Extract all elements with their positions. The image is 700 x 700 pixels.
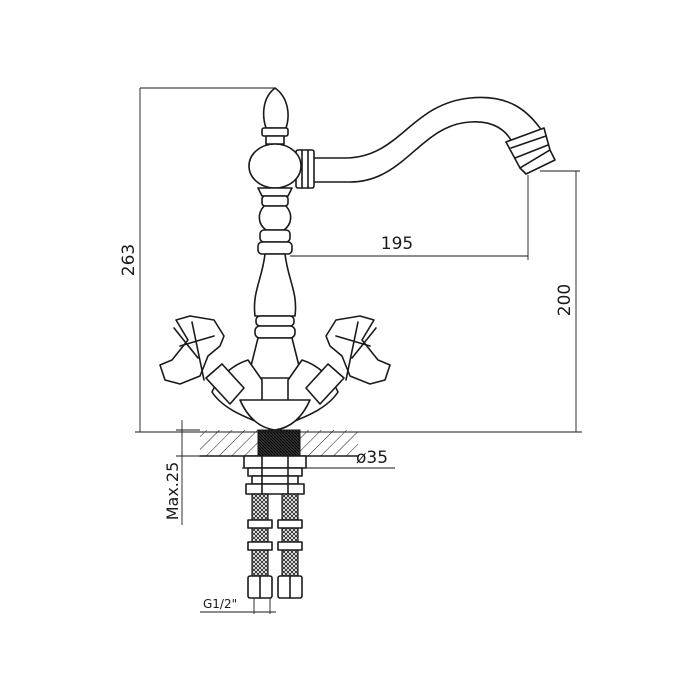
dimension-max-thickness: Max.25	[163, 420, 200, 525]
countertop-section	[199, 429, 359, 457]
fixing-assembly	[243, 455, 307, 495]
max-thickness-label: Max.25	[163, 462, 182, 521]
dimension-total-height: 263	[119, 87, 275, 433]
total-height-label: 263	[119, 244, 139, 276]
connection-thread-label: G1/2"	[203, 597, 237, 611]
spout-height-label: 200	[555, 284, 575, 316]
dimension-spout-reach: 195	[290, 175, 529, 260]
dimension-spout-height: 200	[540, 170, 582, 433]
hole-diameter-label: ø35	[356, 448, 388, 468]
faucet-base	[239, 399, 311, 431]
flexible-hoses	[247, 493, 303, 599]
faucet-body	[247, 87, 303, 379]
spout	[295, 96, 556, 189]
dimension-hole-diameter: ø35	[242, 448, 395, 469]
spout-reach-label: 195	[381, 234, 413, 254]
dimension-connection-thread: G1/2"	[200, 597, 276, 614]
